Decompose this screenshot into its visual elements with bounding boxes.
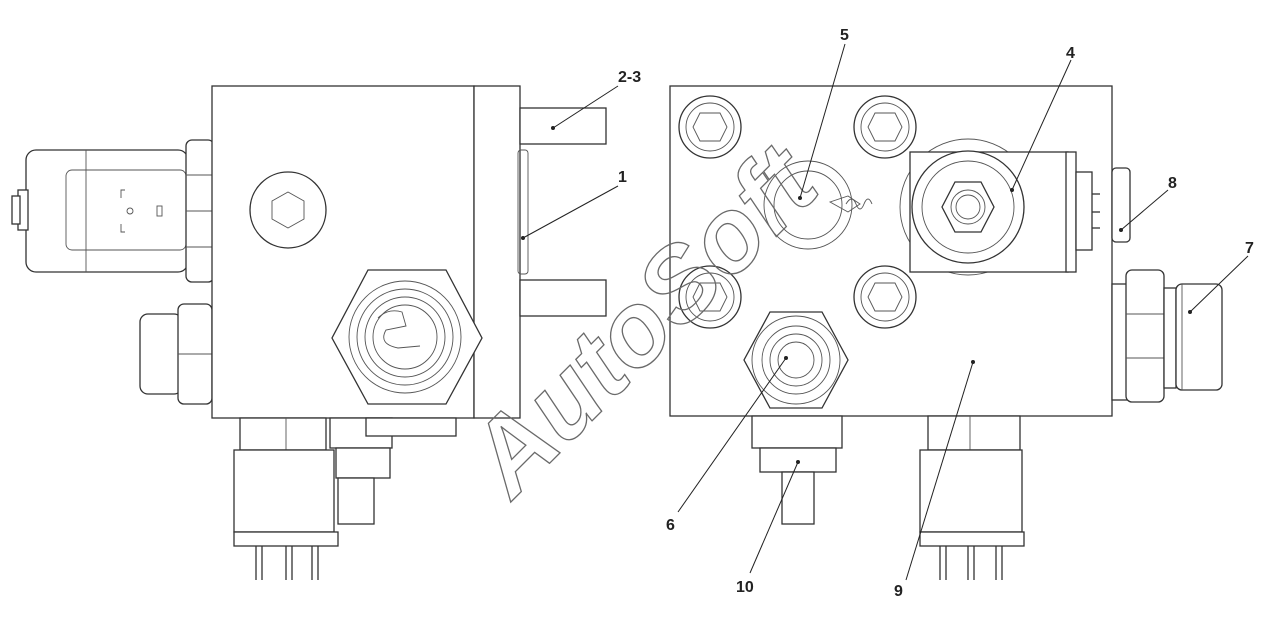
bottom-solenoid-right xyxy=(919,415,1025,580)
callout-4: 4 xyxy=(1066,45,1075,62)
callout-6: 6 xyxy=(666,517,675,534)
right-solenoid-valve xyxy=(899,138,1100,276)
mounting-screw-br xyxy=(853,265,917,329)
mounting-screw-tl xyxy=(678,95,742,159)
leader-lines xyxy=(521,43,1249,581)
callout-5: 5 xyxy=(840,27,849,44)
bottom-solenoid-left xyxy=(233,417,339,580)
callout-7: 7 xyxy=(1245,240,1254,257)
left-side-plate xyxy=(473,85,529,419)
bottom-sensor-left xyxy=(329,417,457,525)
mounting-screw-tr xyxy=(853,95,917,159)
mounting-screw-bl xyxy=(678,265,742,329)
side-port-fitting xyxy=(1111,269,1223,403)
left-solenoid-coil xyxy=(11,149,189,273)
callout-10: 10 xyxy=(736,579,754,596)
cover-plate xyxy=(1111,167,1131,243)
coil-hex-nut xyxy=(185,139,215,283)
bottom-sensor-right xyxy=(751,415,843,525)
callout-2-3: 2-3 xyxy=(618,69,641,86)
callout-1: 1 xyxy=(618,169,627,186)
side-plug xyxy=(139,303,213,405)
callout-8: 8 xyxy=(1168,175,1177,192)
left-view xyxy=(11,85,607,580)
port-fitting-right xyxy=(743,311,849,409)
center-cartridge-valve xyxy=(763,160,873,250)
hex-socket-plug xyxy=(249,171,327,249)
port-fitting-left xyxy=(331,269,483,405)
callout-9: 9 xyxy=(894,583,903,600)
callout-labels: 1 2-3 4 5 6 7 8 9 10 xyxy=(618,27,1254,600)
cartridge-pins xyxy=(519,107,607,317)
